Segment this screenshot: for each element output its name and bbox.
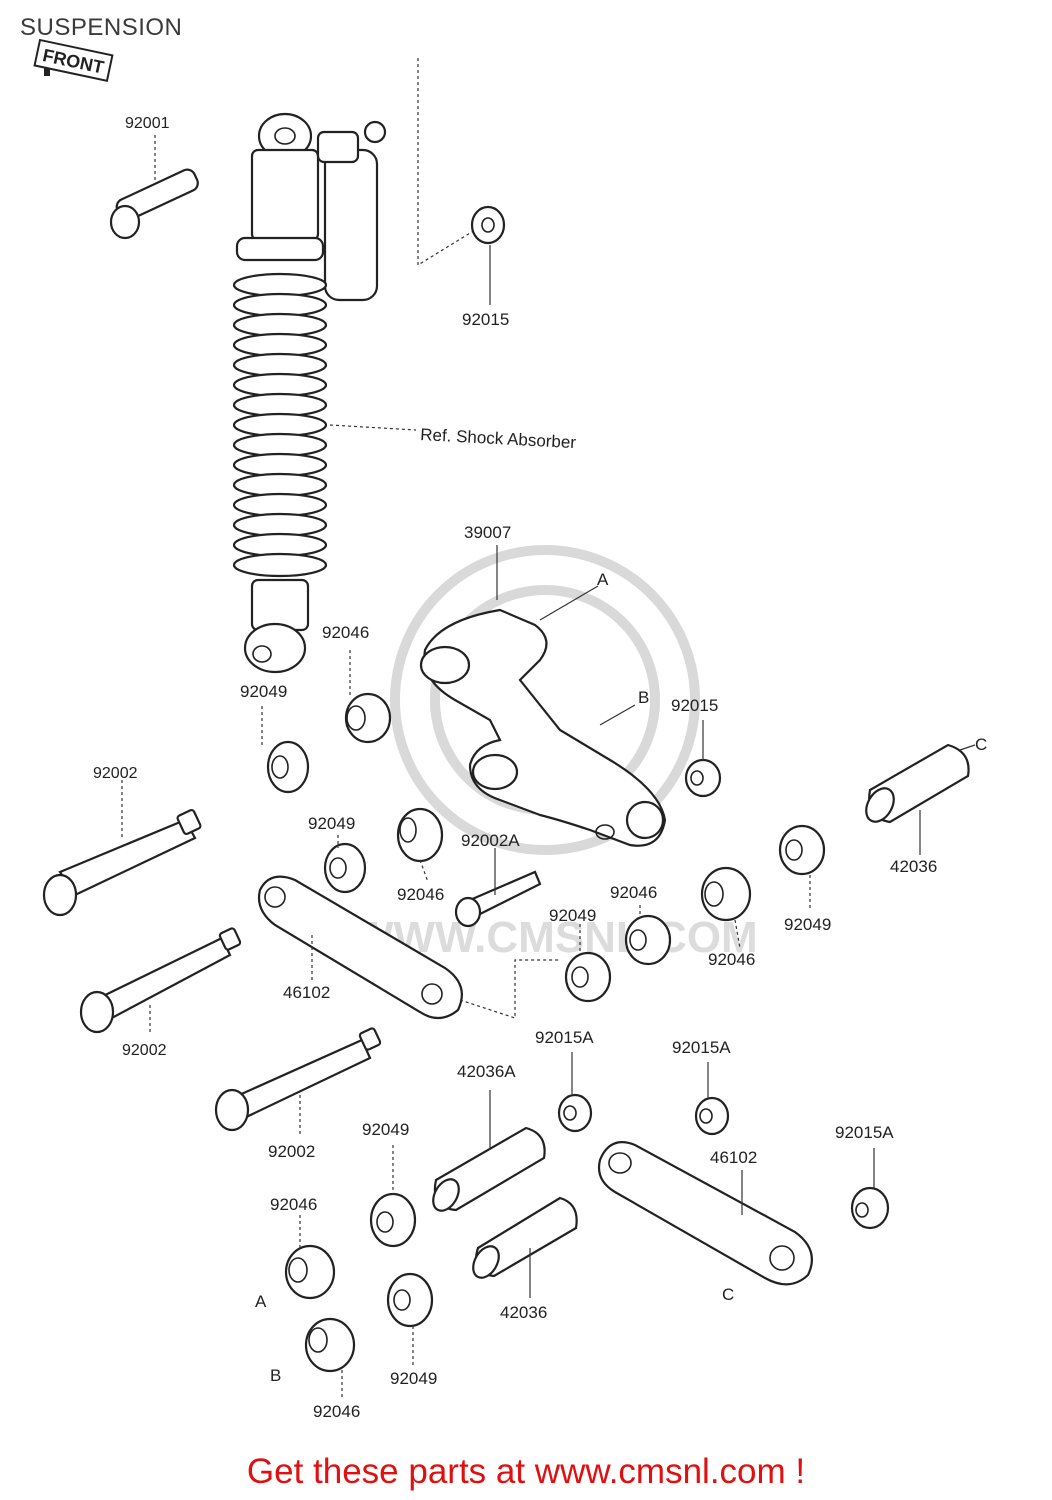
part-92049-washer-b (323, 842, 367, 894)
label-92049-d: 92049 (784, 915, 831, 934)
label-46102-b: 46102 (710, 1148, 757, 1167)
label-ref-shock-absorber: Ref. Shock Absorber (420, 425, 577, 452)
page-title: SUSPENSION (20, 14, 183, 41)
label-39007: 39007 (464, 523, 511, 542)
label-92046-e: 92046 (270, 1195, 317, 1214)
label-92046-d: 92046 (708, 950, 755, 969)
part-92049-washer-d (564, 951, 612, 1003)
label-92049-a: 92049 (240, 682, 287, 701)
label-92049-f: 92049 (390, 1369, 437, 1388)
label-42036A: 42036A (457, 1062, 516, 1081)
part-92049-washer-a (266, 740, 310, 794)
footer-cta-link[interactable]: Get these parts at www.cmsnl.com ! (246, 1452, 806, 1491)
label-92049-c: 92049 (549, 906, 596, 925)
label-92001: 92001 (125, 115, 170, 132)
label-letter-b-bottom: B (270, 1366, 281, 1385)
label-42036-a: 42036 (890, 857, 937, 876)
part-92046-collar-c (700, 866, 752, 922)
part-42036A-sleeve (432, 1126, 546, 1212)
label-letter-a-bottom: A (255, 1292, 267, 1311)
part-92002-bolt-b (79, 927, 242, 1034)
label-letter-c-right: C (975, 735, 987, 754)
label-92002-c: 92002 (268, 1142, 315, 1161)
label-92002-a: 92002 (93, 765, 138, 782)
part-92015-collar-top (470, 205, 506, 245)
part-92001-bolt (109, 168, 199, 240)
part-92015A-collar-c (850, 1186, 890, 1230)
label-92015-top: 92015 (462, 310, 509, 329)
part-92046-collar-a (344, 692, 392, 744)
label-42036-b: 42036 (500, 1303, 547, 1322)
shock-absorber (232, 112, 387, 674)
part-46102-tie-rod-a (257, 875, 463, 1020)
part-42036-sleeve-a (865, 743, 970, 824)
part-92046-collar-e (284, 1244, 336, 1300)
part-92049-washer-f (386, 1272, 434, 1328)
label-letter-b-mid: B (638, 688, 649, 707)
front-arrow-icon (44, 68, 50, 76)
label-letter-c-bottom: C (722, 1285, 734, 1304)
label-92049-e: 92049 (362, 1120, 409, 1139)
part-92046-collar-b (396, 807, 444, 863)
part-92046-collar-d (624, 914, 672, 966)
label-92015A-a: 92015A (535, 1028, 594, 1047)
part-92049-washer-c (778, 824, 826, 876)
label-92046-a: 92046 (322, 623, 369, 642)
label-92049-b: 92049 (308, 814, 355, 833)
label-92002-b: 92002 (122, 1042, 167, 1059)
label-letter-a-top: A (597, 570, 609, 589)
part-92002A-bolt (454, 870, 542, 928)
part-92015A-collar-b (694, 1096, 730, 1136)
part-42036-sleeve-b (472, 1196, 578, 1279)
part-92015A-collar-a (557, 1093, 593, 1133)
label-92015A-b: 92015A (672, 1038, 731, 1057)
shock-spring (232, 236, 328, 578)
label-92015-mid: 92015 (671, 696, 718, 715)
part-92046-collar-f (304, 1317, 356, 1373)
label-46102-a: 46102 (283, 983, 330, 1002)
part-39007-rocker-arm (419, 608, 667, 847)
label-92002A: 92002A (461, 831, 520, 850)
part-92002-bolt-a (42, 809, 202, 917)
part-92015-collar-mid (684, 758, 722, 798)
part-92049-washer-e (369, 1192, 417, 1248)
part-92002-bolt-c (214, 1027, 382, 1132)
label-92015A-c: 92015A (835, 1123, 894, 1142)
label-92046-c: 92046 (610, 883, 657, 902)
part-46102-tie-rod-b (597, 1141, 813, 1286)
label-92046-f: 92046 (313, 1402, 360, 1421)
label-92046-b: 92046 (397, 885, 444, 904)
